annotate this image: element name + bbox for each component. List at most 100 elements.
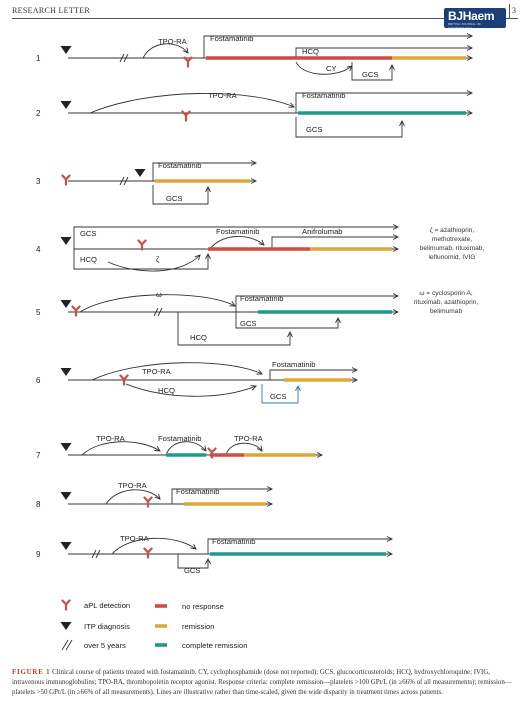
p6-fostamatinib-branch xyxy=(269,370,357,380)
p1-gcs-label: GCS xyxy=(362,70,378,79)
p3-gcs-label: GCS xyxy=(166,194,182,203)
patient-2-number: 2 xyxy=(36,109,41,118)
p9-gcs-bracket xyxy=(177,554,208,569)
p6-itp-marker xyxy=(60,368,72,376)
p5-apl-marker xyxy=(71,305,81,317)
p8-fostamatinib-label: Fostamatinib xyxy=(176,487,219,496)
side-notes: ζ = azathioprin, methotrexate, belimumab… xyxy=(414,227,485,315)
p4-hcq-line xyxy=(73,249,208,270)
p3-fostamatinib-label: Fostamatinib xyxy=(158,161,201,170)
p2-gcs-label: GCS xyxy=(306,125,322,134)
patient-4-number: 4 xyxy=(36,245,41,254)
legend: aPL detection ITP diagnosis over 5 years… xyxy=(60,599,247,651)
p9-tpo-arc xyxy=(111,537,196,555)
figure-label: FIGURE 1 xyxy=(12,669,51,676)
p1-itp-marker xyxy=(60,46,72,54)
p5-gcs-label: GCS xyxy=(240,319,256,328)
p4-gcs-label: GCS xyxy=(80,229,96,238)
omega-note-line-3: belimumab xyxy=(430,308,463,315)
p9-fostamatinib-label: Fostamatinib xyxy=(212,537,255,546)
p4-fostamatinib-arc xyxy=(209,236,264,250)
legend-over5-label: over 5 years xyxy=(84,641,126,650)
p9-apl-marker xyxy=(143,547,153,559)
patient-8-timeline xyxy=(68,489,272,504)
p4-gcs-line xyxy=(73,227,398,249)
p9-itp-marker xyxy=(60,542,72,550)
p4-hcq-label: HCQ xyxy=(80,255,97,264)
patient-8-number: 8 xyxy=(36,500,41,509)
p1-cy-label: CY xyxy=(326,64,337,73)
p4-zeta-label: ζ xyxy=(156,255,160,264)
zeta-note-line-3: belimumab, rituximab, xyxy=(420,245,485,252)
omega-note-line-2: rituximab, azathioprin, xyxy=(414,299,479,306)
p9-fostamatinib-branch xyxy=(207,539,392,554)
p3-gcs-bracket xyxy=(152,185,208,205)
p6-tpo-arc xyxy=(91,362,262,381)
p6-gcs-label: GCS xyxy=(270,392,286,401)
p9-gcs-label: GCS xyxy=(184,566,200,575)
p4-apl-marker xyxy=(137,239,147,251)
p6-hcq-label: HCQ xyxy=(158,386,175,395)
p2-fostamatinib-branch xyxy=(295,93,472,113)
page-number-divider xyxy=(509,4,510,18)
zeta-note-line-1: ζ = azathioprin, xyxy=(430,227,475,234)
omega-note-line-1: ω = cyclosporin A, xyxy=(419,290,473,297)
p9-tpo-label: TPO-RA xyxy=(120,534,150,543)
p8-apl-marker xyxy=(143,496,153,508)
zeta-note-line-2: methotrexate, xyxy=(432,236,472,243)
p1-cy-arc xyxy=(295,61,352,75)
p2-tpo-arc xyxy=(89,92,294,114)
p7-tpo1-arc xyxy=(81,441,160,456)
patient-7-number: 7 xyxy=(36,451,41,460)
p7-tpo2-arc xyxy=(225,442,262,456)
section-label: RESEARCH LETTER xyxy=(12,6,91,15)
p2-tpo-label: TPO-RA xyxy=(208,91,238,100)
p6-tpo-label: TPO-RA xyxy=(142,367,172,376)
legend-complete-remission-label: complete remission xyxy=(182,641,247,650)
p4-fostamatinib-label: Fostamatinib xyxy=(216,227,259,236)
p6-hcq-arc xyxy=(125,383,256,397)
p4-anifrolumab-branch xyxy=(271,237,398,249)
figure-caption: FIGURE 1 Clinical course of patients tre… xyxy=(12,668,517,697)
zeta-note-line-4: leflunomid, IVIG xyxy=(429,254,476,261)
p1-apl-marker xyxy=(183,56,193,68)
p7-fostamatinib-arc xyxy=(165,441,206,456)
p8-itp-marker xyxy=(60,492,72,500)
p5-gcs-bracket xyxy=(235,312,338,329)
p7-itp-marker xyxy=(60,443,72,451)
p3-apl-marker xyxy=(61,174,71,186)
p2-gcs-bracket xyxy=(295,117,402,138)
patient-1-number: 1 xyxy=(36,54,41,63)
page-number: 3 xyxy=(512,6,516,15)
p5-hcq-bracket xyxy=(177,312,290,346)
p1-hcq-label: HCQ xyxy=(302,47,319,56)
p7-tpo1-label: TPO-RA xyxy=(96,434,126,443)
itp-markers xyxy=(60,46,146,550)
patient-2-timeline xyxy=(68,92,472,138)
p3-fostamatinib-branch xyxy=(152,163,256,181)
p5-fostamatinib-label: Fostamatinib xyxy=(240,294,283,303)
p8-fostamatinib-branch xyxy=(171,489,272,504)
p1-gcs-bracket xyxy=(351,62,392,81)
response-bars xyxy=(155,56,466,556)
p5-omega-label: ω xyxy=(156,290,162,299)
p1-fostamatinib-label: Fostamatinib xyxy=(210,34,253,43)
patient-5-number: 5 xyxy=(36,308,41,317)
p1-tpo-label: TPO-RA xyxy=(158,37,188,46)
figure-caption-text: Clinical course of patients treated with… xyxy=(12,669,512,696)
p4-anifrolumab-label: Anifrolumab xyxy=(302,227,343,236)
journal-logo-subtitle: BRITISH JOURNAL OF HAEMATOLOGY xyxy=(448,22,482,30)
p8-tpo-arc xyxy=(105,489,160,505)
legend-no-response-label: no response xyxy=(182,602,224,611)
p2-itp-marker xyxy=(60,101,72,109)
p6-fostamatinib-label: Fostamatinib xyxy=(272,360,315,369)
p5-hcq-label: HCQ xyxy=(190,333,207,342)
patient-7-timeline xyxy=(68,441,322,456)
legend-itp-icon xyxy=(60,622,72,630)
p1-fostamatinib-branch xyxy=(203,36,472,58)
p5-itp-marker xyxy=(60,300,72,308)
p3-itp-marker xyxy=(134,169,146,177)
legend-break-icon xyxy=(61,639,73,651)
p4-itp-marker xyxy=(60,237,72,245)
